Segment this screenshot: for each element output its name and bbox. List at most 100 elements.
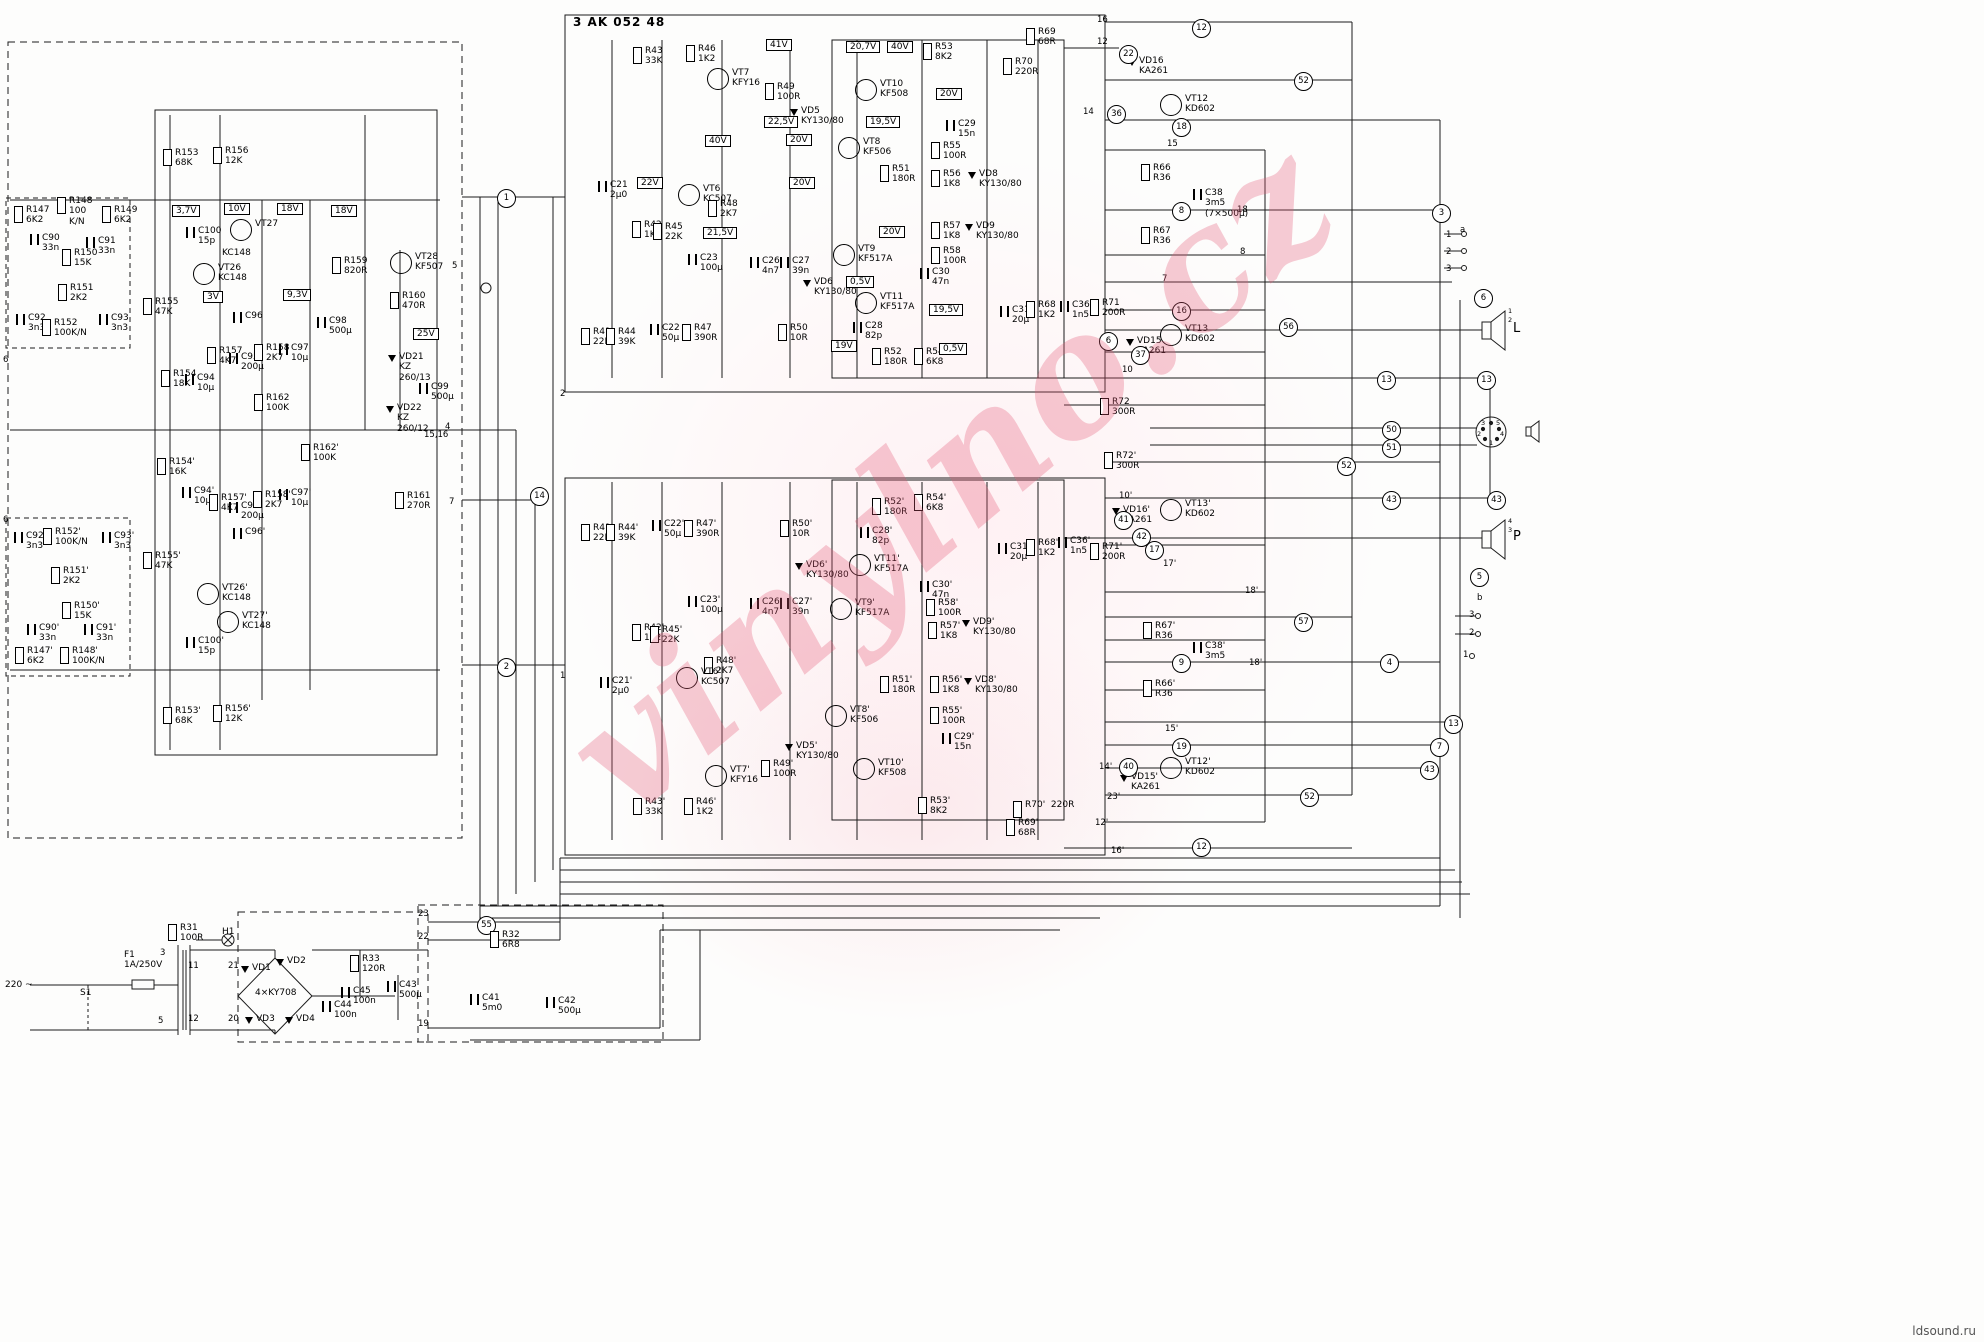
label-c21': C21' 2μ0: [600, 676, 632, 697]
label-vt10: VT10 KF508: [855, 79, 908, 101]
capacitor-symbol: [1058, 537, 1067, 548]
resistor-symbol: [931, 142, 940, 159]
resistor-symbol: [1100, 398, 1109, 415]
label-3: 3: [1432, 204, 1451, 223]
label-23: 23: [418, 909, 429, 919]
label-vt12: VT12 KD602: [1160, 94, 1215, 116]
label-c96: C96: [233, 311, 263, 323]
label-r69': R69' 68R: [1006, 818, 1038, 839]
label-7: 7: [1430, 738, 1449, 757]
label-12: 12: [188, 1014, 199, 1024]
label-20v: 20V: [879, 226, 905, 239]
label-3: 3: [1481, 419, 1486, 427]
label-r67: R67 R36: [1141, 226, 1171, 247]
label-19v: 19V: [831, 340, 857, 353]
label-s1: S1: [80, 988, 92, 998]
label-18: 18: [1237, 205, 1248, 215]
resistor-symbol: [1003, 58, 1012, 75]
label-r154': R154' 16K: [157, 457, 195, 478]
resistor-symbol: [143, 298, 152, 315]
resistor-symbol: [581, 328, 590, 345]
terminal-circle: [480, 282, 492, 294]
label-43: 43: [1382, 491, 1401, 510]
label-3: 3: [160, 948, 166, 958]
resistor-symbol: [708, 200, 717, 217]
capacitor-symbol: [233, 528, 242, 539]
label-r157: R157 4K7: [207, 346, 242, 367]
capacitor-symbol: [750, 257, 759, 268]
capacitor-symbol: [942, 733, 951, 744]
resistor-symbol: [632, 624, 641, 641]
label-56: 56: [1279, 318, 1298, 337]
label-r43: R43 33K: [633, 46, 663, 67]
diode-symbol: [1126, 339, 1134, 346]
resistor-symbol: [62, 602, 71, 619]
transistor-symbol: [197, 583, 219, 605]
resistor-symbol: [931, 170, 940, 187]
resistor-symbol: [653, 223, 662, 240]
resistor-symbol: [207, 347, 216, 364]
diode-symbol: [962, 620, 970, 627]
capacitor-symbol: [688, 254, 697, 265]
label-225v: 22,5V: [764, 116, 799, 129]
label-c97': C97' 10μ: [279, 488, 311, 509]
label-c93: C93 3n3: [99, 313, 129, 334]
label-r50: R50 10R: [778, 323, 808, 344]
transistor-symbol: [855, 292, 877, 314]
label-3: 3 AK 052 48: [573, 15, 666, 29]
label-r51: R51 180R: [880, 164, 915, 185]
capacitor-symbol: [186, 637, 195, 648]
label-c29': C29' 15n: [942, 732, 974, 753]
label-r148: R148 100 K/N: [57, 196, 92, 227]
resistor-symbol: [926, 599, 935, 616]
transistor-symbol: [855, 79, 877, 101]
label-10': 10': [1119, 491, 1133, 501]
label-r57: R57 1K8: [931, 221, 961, 242]
capacitor-symbol: [546, 997, 555, 1008]
label-r57': R57' 1K8: [928, 621, 960, 642]
diode-symbol: [388, 355, 396, 362]
label-c92: C92 3n3: [16, 313, 46, 334]
capacitor-symbol: [419, 383, 428, 394]
label-r44': R44' 39K: [606, 523, 638, 544]
label-vd21: VD21 KZ 260/13: [388, 352, 431, 383]
label-1: 1: [1508, 307, 1513, 315]
resistor-symbol: [761, 760, 770, 777]
label-220: 220 ~: [5, 980, 33, 990]
capacitor-symbol: [233, 312, 242, 323]
label-40v: 40V: [705, 135, 731, 148]
label-c96': C96': [233, 527, 265, 539]
capacitor-symbol: [860, 527, 869, 538]
transistor-symbol: [230, 219, 252, 241]
label-7: 7: [449, 497, 455, 507]
capacitor-symbol: [27, 624, 36, 635]
resistor-symbol: [928, 622, 937, 639]
label-195v: 19,5V: [866, 116, 901, 129]
label-18v: 18V: [277, 203, 303, 216]
label-40: 40: [1119, 758, 1138, 777]
label-13: 13: [1377, 371, 1396, 390]
diode-symbol: [795, 563, 803, 570]
label-r48: R48 2K7: [708, 199, 738, 220]
label-c100: C100 15p: [186, 226, 221, 247]
label-18': 18': [1249, 658, 1263, 668]
wire-preamp: [10, 115, 460, 750]
label-c43: C43 500μ: [387, 980, 422, 1001]
diode-symbol: [968, 172, 976, 179]
capacitor-symbol: [317, 317, 326, 328]
label-r69: R69 68R: [1026, 27, 1056, 48]
resistor-symbol: [209, 494, 218, 511]
label-r152': R152' 100K/N: [43, 527, 88, 548]
capacitor-symbol: [322, 1001, 331, 1012]
label-5: 5: [158, 1016, 164, 1026]
label-12: 12: [1097, 37, 1108, 47]
transistor-symbol: [390, 252, 412, 274]
label-12: 12: [1192, 838, 1211, 857]
resistor-symbol: [778, 324, 787, 341]
capacitor-symbol: [853, 322, 862, 333]
capacitor-symbol: [30, 234, 39, 245]
label-1: 1: [1463, 650, 1469, 660]
jack-b-icon: [1455, 613, 1481, 659]
capacitor-symbol: [16, 314, 25, 325]
